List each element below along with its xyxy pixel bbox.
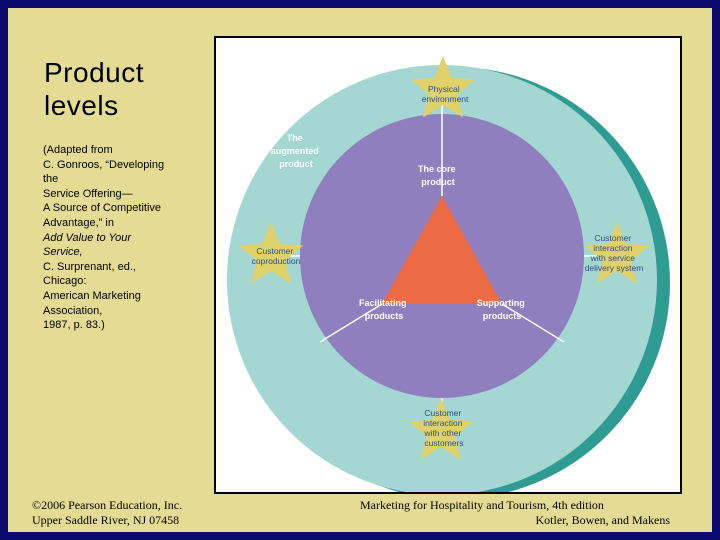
source-line: 1987, p. 83.)	[43, 319, 105, 332]
core-product-label: The core product	[418, 164, 458, 187]
star-right-line-4: delivery system	[585, 263, 644, 273]
divider-left	[319, 303, 383, 343]
star-left-label: Customer coproduction	[252, 246, 301, 266]
footer-copyright: ©2006 Pearson Education, Inc. Upper Sadd…	[32, 498, 182, 528]
facilitating-line-2: products	[365, 311, 404, 321]
product-levels-diagram: The augmented product The core product F…	[214, 36, 682, 494]
augmented-product-label: The augmented product	[271, 133, 322, 169]
star-customer-interaction-service	[584, 222, 650, 284]
title-line-1: Product	[44, 57, 144, 88]
star-bottom-line-4: customers	[424, 438, 463, 448]
facilitating-line-1: Facilitating	[359, 298, 407, 308]
supporting-products-label: Supporting products	[477, 298, 528, 321]
diagram-svg: The augmented product The core product F…	[227, 56, 670, 492]
core-line-2: product	[421, 177, 455, 187]
star-left-line-1: Customer	[256, 246, 293, 256]
core-product-triangle	[382, 196, 502, 304]
augmented-line-2: augmented	[271, 146, 319, 156]
divider-right	[501, 303, 565, 343]
source-line: the	[43, 173, 59, 186]
source-line: Advantage,” in	[43, 216, 114, 229]
footer-right-line-2: Kotler, Bowen, and Makens	[535, 513, 671, 527]
star-right-line-2: interaction	[593, 243, 632, 253]
core-line-1: The core	[418, 164, 456, 174]
supporting-line-1: Supporting	[477, 298, 525, 308]
source-line: Service,	[43, 246, 83, 259]
source-line: Chicago:	[43, 275, 87, 288]
source-line: A Source of Competitive	[43, 202, 162, 215]
star-bottom-line-3: with other	[423, 428, 461, 438]
source-line: C. Gonroos, “Developing	[43, 158, 165, 171]
star-bottom-line-2: interaction	[423, 418, 462, 428]
source-line: American Marketing	[43, 289, 141, 302]
star-customer-interaction-customers	[408, 398, 474, 460]
facilitating-products-label: Facilitating products	[359, 298, 409, 321]
source-line: Service Offering—	[43, 187, 133, 200]
title-line-2: levels	[44, 90, 119, 121]
supporting-line-2: products	[483, 311, 522, 321]
augmented-line-3: product	[279, 159, 313, 169]
source-line: (Adapted from	[43, 144, 113, 156]
star-right-line-3: with service	[590, 253, 636, 263]
footer-book-info: Marketing for Hospitality and Tourism, 4…	[360, 498, 670, 528]
star-right-label: Customer interaction with service delive…	[585, 233, 644, 273]
augmented-line-1: The	[287, 133, 303, 143]
star-top-label: Physical environment	[422, 84, 469, 104]
footer-left-line-2: Upper Saddle River, NJ 07458	[32, 513, 180, 527]
source-line: Association,	[43, 304, 103, 317]
source-line: Add Value to Your	[43, 231, 132, 244]
footer-right-line-1: Marketing for Hospitality and Tourism, 4…	[360, 498, 604, 512]
footer-left-line-1: ©2006 Pearson Education, Inc.	[32, 498, 183, 512]
star-top-line-1: Physical	[428, 84, 460, 94]
star-physical-environment	[410, 56, 476, 118]
source-line: C. Surprenant, ed.,	[43, 260, 136, 273]
star-top-line-2: environment	[422, 94, 469, 104]
star-right-line-1: Customer	[594, 233, 631, 243]
star-left-line-2: coproduction	[252, 256, 301, 266]
star-bottom-line-1: Customer	[424, 408, 461, 418]
slide-title: Product levels	[44, 56, 194, 122]
slide: Product levels (Adapted from C. Gonroos, …	[8, 8, 712, 532]
star-customer-coproduction	[238, 222, 304, 284]
star-bottom-label: Customer interaction with other customer…	[423, 408, 465, 448]
